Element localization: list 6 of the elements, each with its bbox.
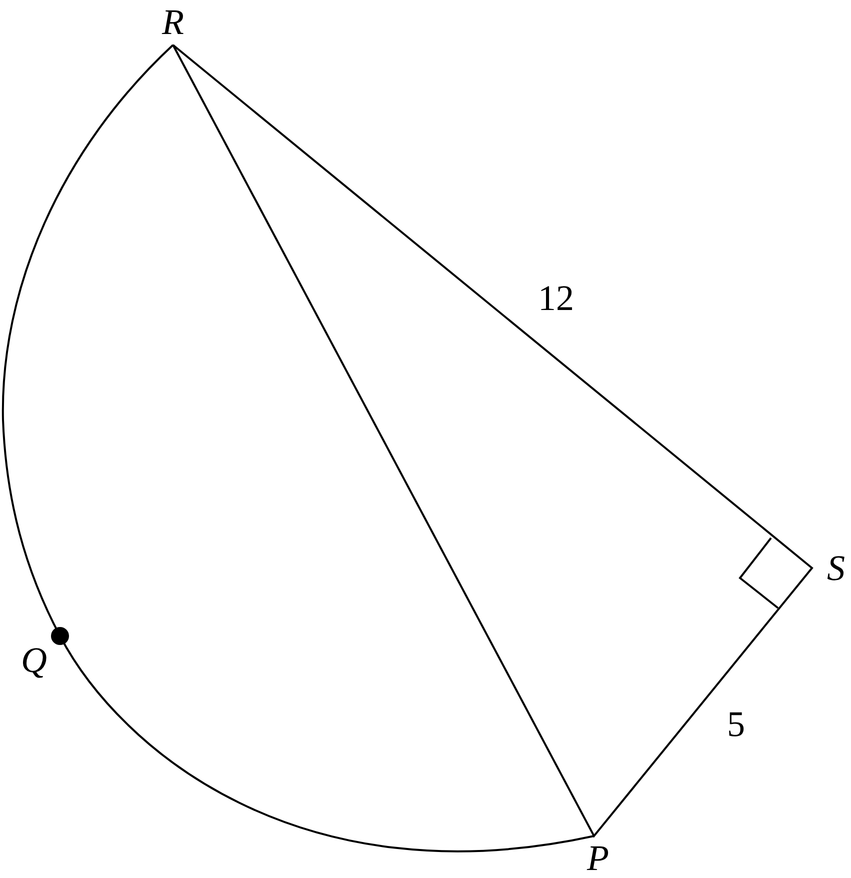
point-label: Q	[21, 642, 47, 678]
point-label: R	[162, 4, 184, 40]
side-length-label: 5	[727, 706, 745, 742]
side-length-label: 12	[538, 280, 574, 316]
point-label: S	[827, 550, 845, 586]
point-label: P	[587, 840, 609, 876]
